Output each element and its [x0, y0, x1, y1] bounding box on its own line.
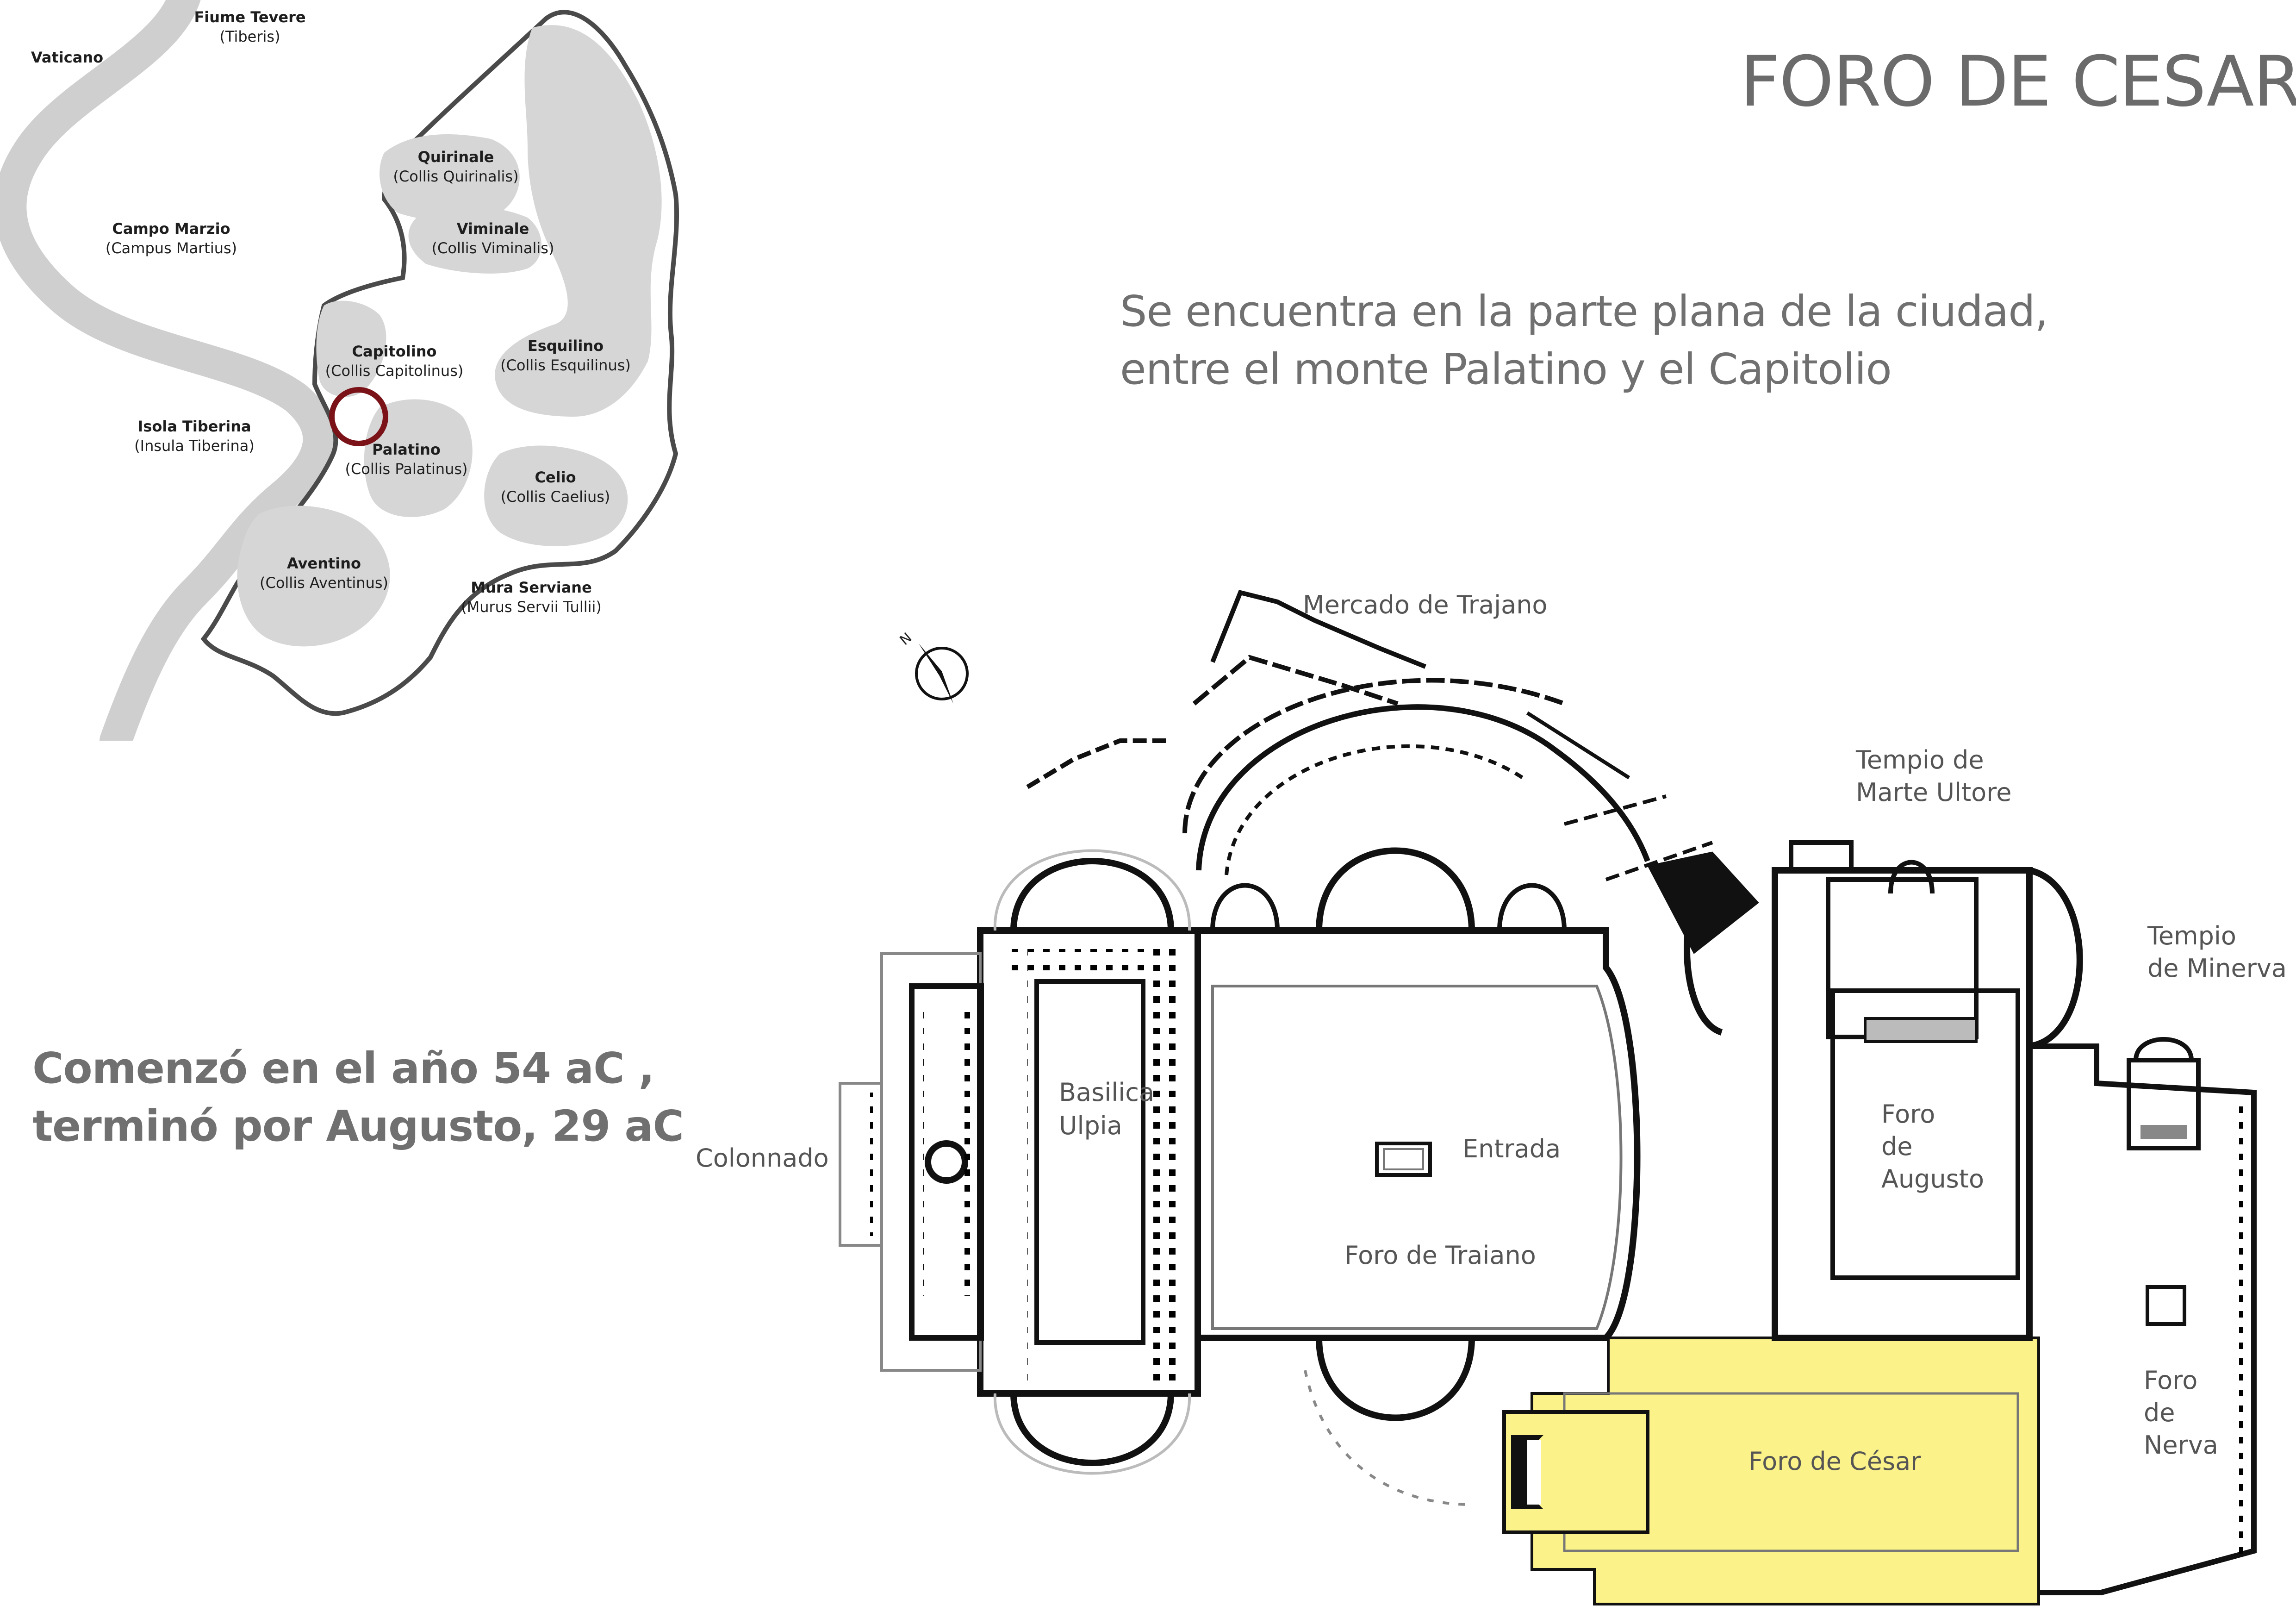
label-quirinale: Quirinale [418, 148, 494, 166]
foro-de-traiano [1195, 847, 1641, 1506]
label-collis-palatinus: (Collis Palatinus) [345, 460, 467, 478]
label-entrada: Entrada [1462, 1134, 1561, 1163]
label-tempio-marte-2: Marte Ultore [1856, 778, 2011, 807]
label-tiberis: (Tiberis) [219, 28, 280, 45]
label-mercado-de-trajano: Mercado de Trajano [1303, 590, 1547, 619]
page-title: FORO DE CESAR [1740, 42, 2296, 122]
hill-aventino [237, 506, 390, 647]
hill-viminale [408, 207, 541, 274]
location-line-1: Se encuentra en la parte plana de la ciu… [1120, 287, 2048, 336]
label-insula-tiberina: (Insula Tiberina) [134, 437, 255, 455]
svg-text:N: N [897, 630, 915, 649]
label-foro-nerva-1: Foro [2144, 1366, 2197, 1395]
label-foro-nerva-3: Nerva [2144, 1430, 2218, 1460]
label-collis-caelius: (Collis Caelius) [501, 488, 610, 506]
hill-capitolino [316, 300, 386, 397]
label-campus-martius: (Campus Martius) [106, 239, 237, 257]
foro-de-nerva [2029, 1037, 2257, 1595]
hill-palatino [364, 399, 473, 517]
location-description: Se encuentra en la parte plana de la ciu… [1120, 282, 2048, 398]
label-foro-augusto-1: Foro [1881, 1099, 1935, 1129]
rome-hills-map: Fiume Tevere (Tiberis) Vaticano Quirinal… [0, 0, 679, 741]
label-aventino: Aventino [287, 555, 361, 572]
label-collis-esquilinus: (Collis Esquilinus) [500, 356, 631, 374]
label-viminale: Viminale [457, 220, 529, 237]
label-esquilino: Esquilino [528, 337, 604, 355]
location-line-2: entre el monte Palatino y el Capitolio [1120, 344, 1892, 394]
label-collis-aventinus: (Collis Aventinus) [260, 574, 388, 592]
plan-labels: Mercado de Trajano Tempio de Marte Ultor… [696, 590, 2287, 1476]
label-collis-viminalis: (Collis Viminalis) [432, 239, 554, 257]
hill-celio [484, 445, 628, 546]
basilica-ulpia [977, 849, 1201, 1475]
colonnado-block [839, 952, 984, 1372]
label-capitolino: Capitolino [352, 343, 437, 360]
foro-de-augusto [1647, 840, 2083, 1341]
label-palatino: Palatino [372, 441, 441, 458]
dates-description: Comenzó en el año 54 aC , terminó por Au… [32, 1039, 684, 1155]
hills [237, 25, 662, 647]
label-murus-servii: (Murus Servii Tullii) [461, 598, 602, 616]
label-isola-tiberina: Isola Tiberina [137, 418, 251, 435]
foro-de-cesar-highlight [1502, 1337, 2040, 1605]
hill-esquilino [495, 25, 662, 417]
label-tempio-marte-1: Tempio de [1855, 745, 1984, 775]
label-fiume-tevere: Fiume Tevere [194, 8, 305, 26]
label-colonnado: Colonnado [696, 1143, 829, 1173]
dates-line-1: Comenzó en el año 54 aC , [32, 1043, 655, 1093]
label-foro-augusto-3: Augusto [1881, 1164, 1984, 1193]
label-foro-de-cesar: Foro de César [1748, 1447, 1921, 1476]
dates-line-2: terminó por Augusto, 29 aC [32, 1101, 684, 1151]
label-collis-quirinalis: (Collis Quirinalis) [393, 168, 518, 185]
north-arrow-icon: N [897, 630, 969, 704]
label-foro-augusto-2: de [1881, 1132, 1913, 1161]
mercado-de-trajano [1026, 590, 1713, 881]
label-vaticano: Vaticano [31, 49, 103, 66]
tiber-river [0, 0, 336, 741]
label-campo-marzio: Campo Marzio [112, 220, 230, 237]
map-labels: Fiume Tevere (Tiberis) Vaticano Quirinal… [31, 8, 631, 616]
label-tempio-minerva-1: Tempio [2147, 921, 2236, 950]
label-foro-de-traiano: Foro de Traiano [1344, 1241, 1536, 1270]
label-tempio-minerva-2: de Minerva [2147, 954, 2287, 983]
label-basilica-2: Ulpia [1059, 1111, 1122, 1140]
label-celio: Celio [535, 468, 576, 486]
label-collis-capitolinus: (Collis Capitolinus) [325, 362, 464, 380]
label-foro-nerva-2: de [2144, 1398, 2175, 1427]
hill-quirinale [380, 134, 520, 222]
label-mura-serviane: Mura Serviane [471, 579, 592, 596]
location-marker [329, 387, 388, 446]
label-basilica-1: Basilica [1059, 1078, 1154, 1107]
